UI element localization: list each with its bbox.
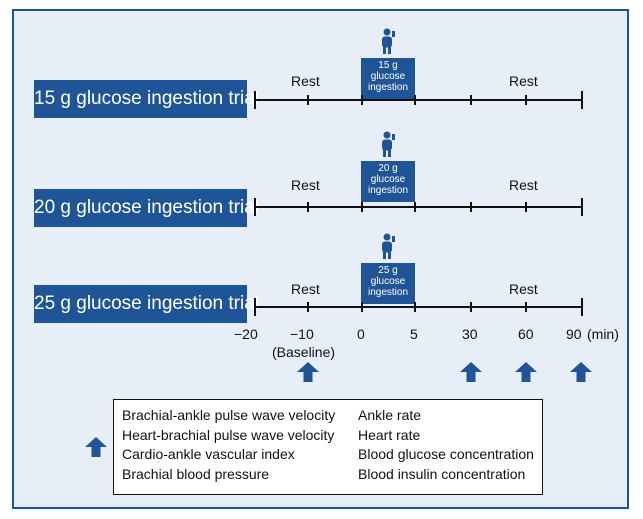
timeline-tick [525, 302, 527, 312]
up-arrow-icon [515, 362, 537, 382]
rest-label-pre: Rest [291, 177, 320, 193]
timeline [255, 206, 582, 208]
timeline-tick [414, 302, 416, 312]
timeline-tick [254, 298, 256, 316]
axis-tick-label: 60 [518, 326, 534, 342]
timeline-tick [307, 302, 309, 312]
timeline-tick [470, 302, 472, 312]
up-arrow-icon [297, 362, 319, 382]
trial-label-20g: 20 g glucose ingestion trial [34, 189, 259, 227]
timeline-tick [581, 298, 583, 316]
timeline-tick [414, 202, 416, 212]
trial-label-15g: 15 g glucose ingestion trial [34, 80, 259, 118]
trial-label-25g: 25 g glucose ingestion trial [34, 285, 259, 323]
ingestion-box-20g: 20 g glucose ingestion [361, 161, 415, 202]
up-arrow-icon [570, 362, 592, 382]
timeline-tick [307, 202, 309, 212]
timeline-tick [254, 198, 256, 216]
legend-item: Heart rate [358, 426, 421, 443]
axis-tick-label: −10 [290, 326, 314, 342]
axis-tick-label: 30 [462, 326, 478, 342]
drinking-person-icon [382, 28, 395, 54]
legend-item: Blood insulin concentration [358, 465, 526, 482]
legend-item: Cardio-ankle vascular index [122, 446, 295, 462]
timeline-tick [470, 95, 472, 105]
timeline-tick [254, 91, 256, 109]
timeline-tick [307, 95, 309, 105]
legend-right-column: Ankle rate Heart rate Blood glucose conc… [358, 406, 534, 484]
ingestion-word: ingestion [367, 82, 409, 93]
drinking-person-icon [382, 131, 395, 157]
timeline-tick [581, 91, 583, 109]
ingestion-box-25g: 25 g glucose ingestion [361, 263, 415, 304]
axis-tick-label: 5 [410, 326, 418, 342]
timeline [255, 99, 582, 101]
drinking-person-icon [382, 233, 395, 259]
rest-label-pre: Rest [291, 281, 320, 297]
rest-label-pre: Rest [291, 73, 320, 89]
ingestion-word: glucose [370, 71, 406, 82]
ingestion-word: ingestion [367, 287, 409, 298]
axis-tick-label: 0 [357, 326, 365, 342]
axis-unit: (min) [587, 326, 619, 342]
legend-item: Heart-brachial pulse wave velocity [122, 426, 335, 443]
up-arrow-icon [460, 362, 482, 382]
ingestion-word: ingestion [367, 185, 409, 196]
legend-item: Blood glucose concentration [358, 446, 534, 462]
ingestion-box-15g: 15 g glucose ingestion [361, 58, 415, 99]
timeline-tick [361, 95, 363, 105]
axis-tick-label: −20 [234, 326, 258, 342]
measurement-legend: Brachial-ankle pulse wave velocity Heart… [113, 399, 543, 495]
ingestion-amount: 20 g [378, 163, 398, 174]
axis-tick-label: 90 [566, 326, 582, 342]
rest-label-post: Rest [509, 281, 538, 297]
timeline-tick [361, 202, 363, 212]
timeline-tick [525, 202, 527, 212]
rest-label-post: Rest [509, 73, 538, 89]
timeline-tick [414, 95, 416, 105]
timeline [255, 306, 582, 308]
legend-item: Brachial-ankle pulse wave velocity [122, 407, 336, 423]
timeline-tick [525, 95, 527, 105]
legend-up-arrow-icon [85, 437, 107, 457]
ingestion-amount: 15 g [378, 60, 398, 71]
legend-left-column: Brachial-ankle pulse wave velocity Heart… [122, 406, 335, 484]
timeline-tick [470, 202, 472, 212]
ingestion-amount: 25 g [378, 265, 398, 276]
ingestion-word: glucose [370, 174, 406, 185]
ingestion-word: glucose [370, 276, 406, 287]
rest-label-post: Rest [509, 177, 538, 193]
timeline-tick [361, 302, 363, 312]
legend-item: Brachial blood pressure [122, 465, 270, 482]
baseline-note: (Baseline) [272, 344, 336, 360]
timeline-tick [581, 198, 583, 216]
legend-item: Ankle rate [358, 407, 422, 423]
